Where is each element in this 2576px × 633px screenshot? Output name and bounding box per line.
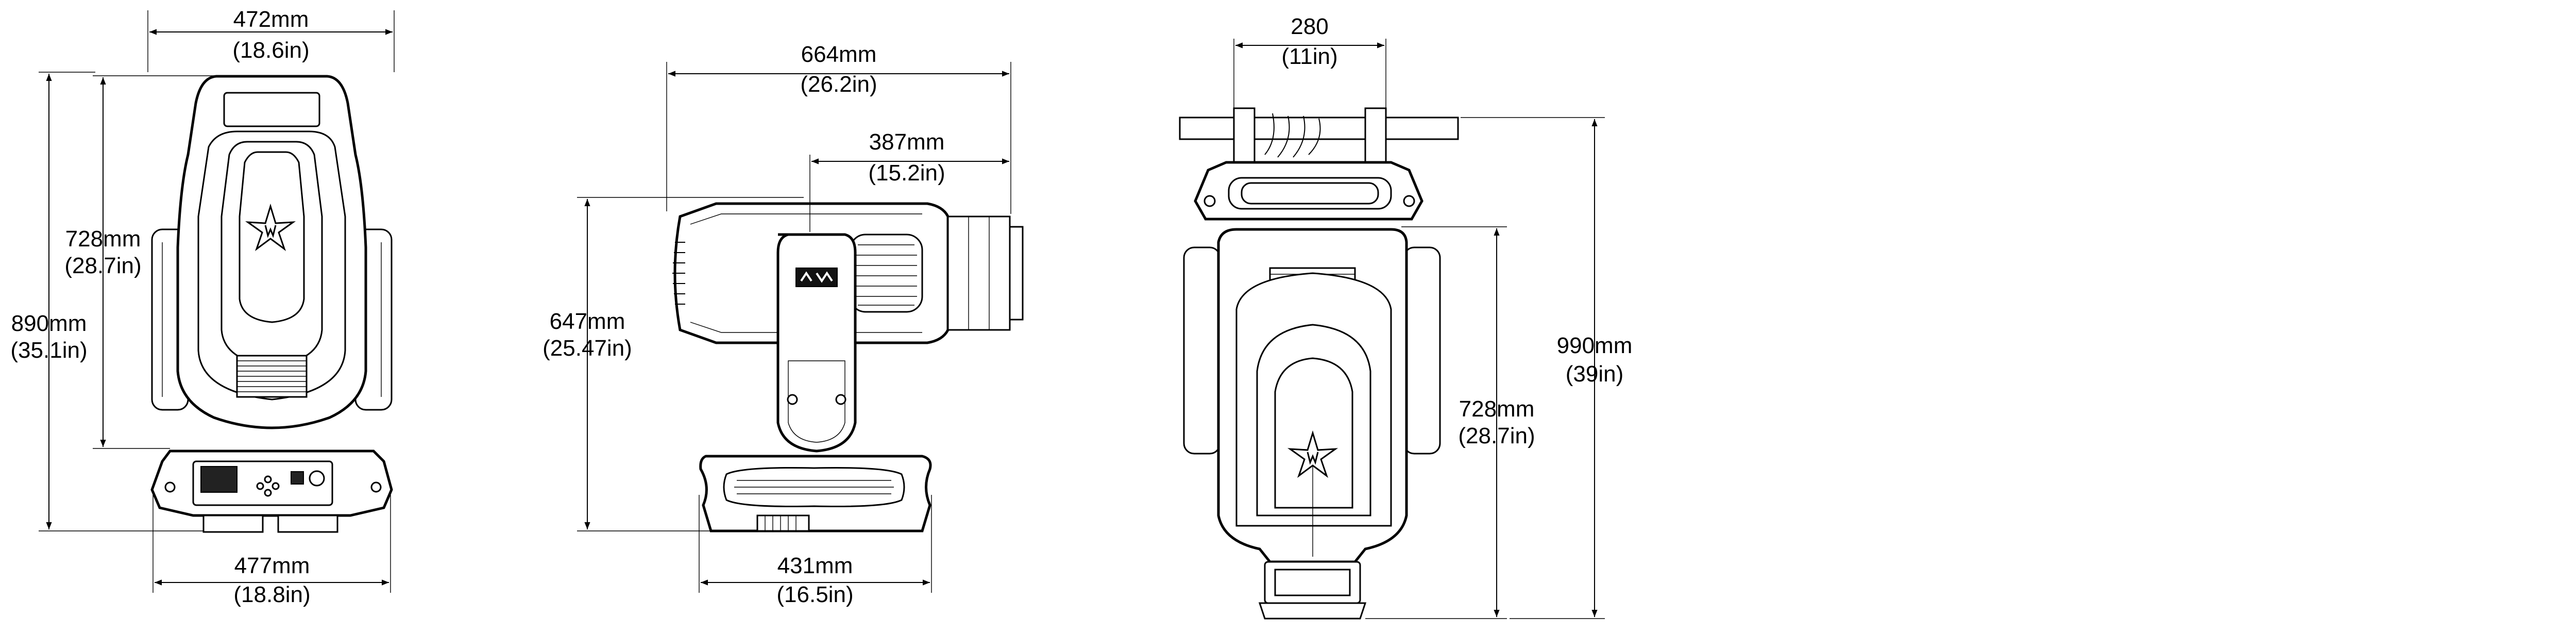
hanging-view: 280 (11in) 728mm (28.7in) 990mm (39in) — [1179, 14, 1633, 620]
dim-front-height-total-imperial: (35.1in) — [10, 338, 87, 363]
hanging-truss-bar — [1179, 116, 1459, 140]
dim-side-length-front-imperial: (15.2in) — [868, 160, 945, 186]
side-view: 664mm (26.2in) 387mm (15.2in) 647mm (25.… — [543, 42, 1024, 607]
dim-side-height-tilt-imperial: (25.47in) — [543, 336, 632, 361]
star-logo-icon — [245, 203, 296, 252]
hanging-clamp-right — [1364, 107, 1387, 169]
front-base-connectors-right — [277, 514, 338, 533]
hanging-arm-right — [1403, 246, 1441, 455]
dim-front-width-top-imperial: (18.6in) — [232, 38, 309, 63]
front-base-display — [200, 466, 238, 493]
dim-front-width-base: 477mm (18.8in) — [152, 495, 391, 607]
front-view: 472mm (18.6in) 728mm (28.7in) 890mm (35.… — [10, 7, 395, 607]
dim-front-width-top-value: 472mm — [233, 7, 309, 32]
side-base-connector — [756, 514, 810, 532]
dim-side-depth-base-value: 431mm — [777, 553, 853, 578]
hanging-clamp-left — [1233, 107, 1256, 169]
dim-side-length-total-imperial: (26.2in) — [800, 72, 877, 97]
front-fixture-drawing — [150, 75, 393, 533]
dim-front-height-head-imperial: (28.7in) — [64, 253, 141, 278]
dim-side-depth-base-imperial: (16.5in) — [776, 582, 853, 607]
dim-side-height-tilt: 647mm (25.47in) — [543, 197, 804, 531]
dim-front-height-total: 890mm (35.1in) — [10, 72, 204, 531]
side-fixture-drawing — [672, 202, 1024, 532]
side-rear-fins — [672, 242, 685, 305]
dim-hanging-height-total-imperial: (39in) — [1566, 361, 1624, 387]
hanging-fixture-drawing — [1179, 107, 1459, 620]
dim-hanging-height-head: 728mm (28.7in) — [1365, 226, 1535, 619]
brand-badge-icon — [795, 268, 838, 287]
dim-hanging-clamp-spacing-imperial: (11in) — [1281, 44, 1337, 69]
dim-side-length-total-value: 664mm — [801, 42, 877, 67]
dim-side-length-front-value: 387mm — [869, 129, 945, 155]
dim-hanging-height-total: 990mm (39in) — [1461, 117, 1633, 619]
star-logo-icon — [1287, 430, 1338, 478]
dim-hanging-height-total-value: 990mm — [1557, 333, 1633, 358]
side-vent-slots — [849, 234, 923, 313]
dim-front-height-head-value: 728mm — [65, 226, 141, 252]
dim-hanging-height-head-value: 728mm — [1459, 396, 1535, 422]
front-vent-grille — [236, 355, 308, 398]
dim-side-height-tilt-value: 647mm — [550, 309, 625, 334]
dim-side-length-total: 664mm (26.2in) — [666, 42, 1011, 214]
front-base-connectors-left — [202, 514, 264, 533]
hanging-arm-left — [1183, 246, 1221, 455]
dim-side-depth-base: 431mm (16.5in) — [699, 495, 932, 607]
dim-front-width-base-imperial: (18.8in) — [233, 582, 310, 607]
hanging-lens-inner — [1274, 357, 1353, 509]
dim-front-width-base-value: 477mm — [234, 553, 310, 578]
side-lens-housing — [947, 215, 1011, 331]
dim-front-height-total-value: 890mm — [11, 311, 87, 336]
side-yoke-arm — [776, 233, 857, 453]
dim-front-height-head: 728mm (28.7in) — [64, 75, 214, 449]
dim-hanging-clamp-spacing-value: 280 — [1291, 14, 1328, 39]
dim-hanging-clamp-spacing: 280 (11in) — [1233, 14, 1386, 116]
dim-side-length-front: 387mm (15.2in) — [809, 129, 1009, 232]
hanging-safety-cable — [1264, 113, 1321, 201]
front-top-window — [223, 92, 320, 127]
dim-front-width-top: 472mm (18.6in) — [147, 7, 395, 72]
dim-hanging-height-head-imperial: (28.7in) — [1458, 423, 1535, 448]
